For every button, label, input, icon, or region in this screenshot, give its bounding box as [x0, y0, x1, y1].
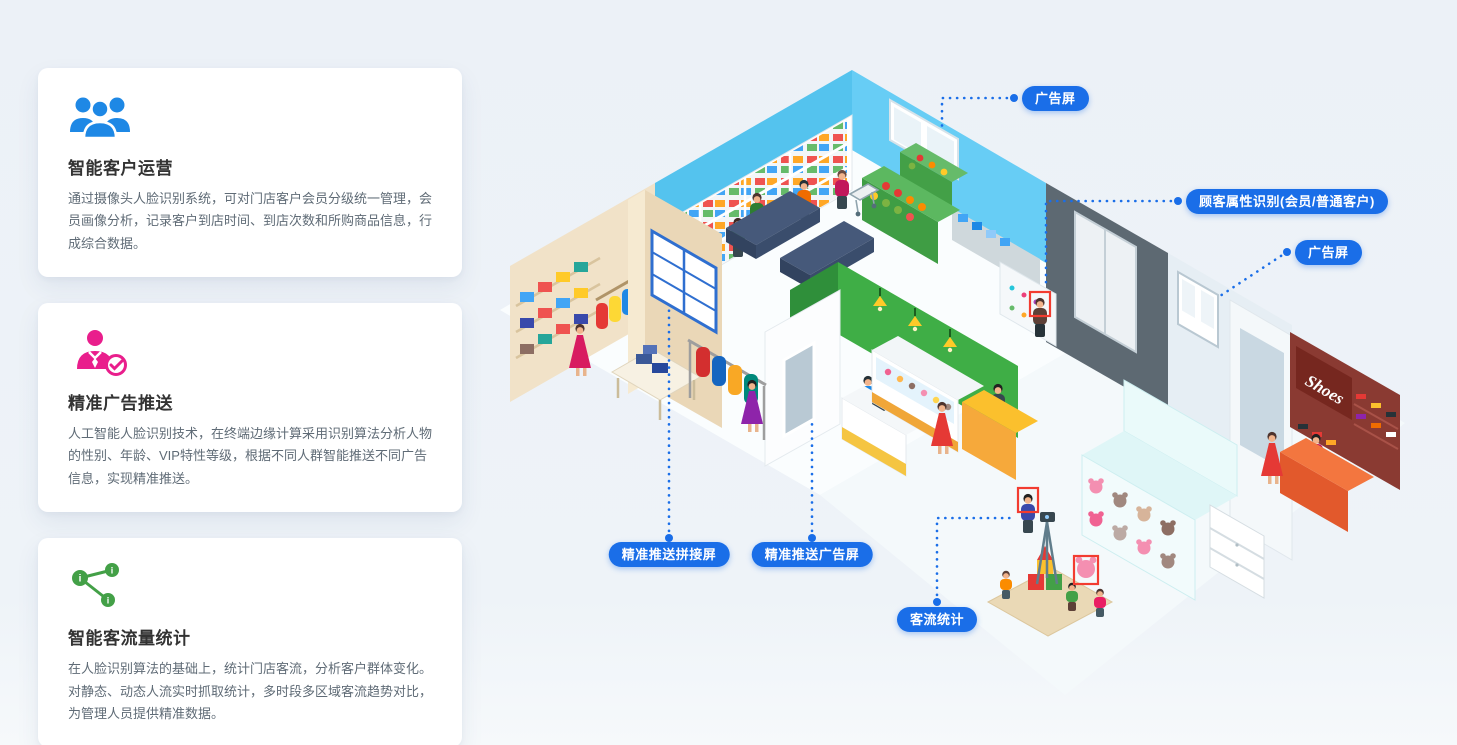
callout-push-ad-screen: 精准推送广告屏: [751, 542, 873, 567]
callout-ad-screen-2: 广告屏: [1295, 240, 1362, 265]
feature-card-traffic-stats: i i i 智能客流量统计 在人脸识别算法的基础上，统计门店客流，分析客户群体变…: [38, 538, 462, 745]
jeans-table: [611, 345, 701, 420]
feature-description: 通过摄像头人脸识别系统，可对门店客户会员分级统一管理，会员画像分析，记录客户到店…: [68, 191, 433, 251]
big-teddy-bear: [1075, 556, 1097, 578]
face-detection-boxes: [1016, 290, 1100, 586]
callout-leader-lines: [667, 96, 1289, 604]
mirror-wall: [1229, 299, 1293, 561]
feature-title: 智能客户运营: [68, 159, 173, 178]
right-back-wall: [1046, 183, 1168, 412]
person-red-dress: [931, 401, 953, 454]
network-nodes-icon: i i i: [68, 562, 432, 612]
teddy-bears: [1075, 478, 1176, 578]
person-clothing-shopper: [569, 323, 591, 376]
partition-wall: [764, 289, 841, 467]
yellow-counter: [962, 390, 1038, 480]
svg-text:i: i: [79, 574, 82, 585]
splicing-screen: [650, 228, 718, 335]
back-cooler-counter: [952, 208, 1040, 291]
push-ad-screen: [782, 340, 816, 439]
drawer-cabinet: [1209, 504, 1265, 599]
feature-title: 精准广告推送: [68, 394, 173, 414]
feature-description: 人工智能人脸识别技术，在终端边缘计算采用识别算法分析人物的性别、年龄、VIP特性…: [68, 426, 433, 486]
svg-text:i: i: [107, 596, 110, 606]
callout-anchor-dots: [665, 94, 1291, 606]
feature-title: 智能客流量统计: [68, 629, 191, 649]
face-detection-box: [1016, 486, 1040, 514]
callout-traffic-stats: 客流统计: [896, 607, 978, 632]
face-detection-box: [1028, 290, 1052, 318]
toy-section: [986, 379, 1265, 637]
person-purple-dress: [741, 379, 763, 432]
face-detection-box: [1072, 554, 1100, 586]
person-customer-cart: [835, 169, 849, 209]
shopping-cart: [848, 183, 880, 217]
feature-description: 在人脸识别算法的基础上，统计门店客流，分析客户群体变化。对静态、动态人流实时抓取…: [68, 661, 433, 721]
feature-card-customer-operation: 智能客户运营 通过摄像头人脸识别系统，可对门店客户会员分级统一管理，会员画像分析…: [38, 68, 462, 278]
child-1: [1000, 570, 1012, 599]
callout-customer-attribute: 顾客属性识别(会员/普通客户): [1186, 189, 1388, 214]
users-icon: [68, 92, 432, 142]
shoes-sign: [1296, 346, 1352, 420]
child-3: [1094, 588, 1106, 617]
person-check-icon: [68, 327, 432, 377]
ad-screen-window-right: [1177, 270, 1219, 349]
shoe-store: Shoes: [1261, 332, 1400, 532]
callout-ad-screen-1: 广告屏: [1022, 86, 1089, 111]
person-shoe-customer: [1261, 431, 1283, 484]
callout-splicing-screen: 精准推送拼接屏: [608, 542, 730, 567]
checkout-counters: [726, 191, 874, 289]
svg-text:i: i: [111, 566, 114, 576]
feature-cards: 智能客户运营 通过摄像头人脸识别系统，可对门店客户会员分级统一管理，会员画像分析…: [38, 68, 462, 745]
feature-card-ad-push: 精准广告推送 人工智能人脸识别技术，在终端边缘计算采用识别算法分析人物的性别、年…: [38, 303, 462, 513]
produce-stands: [862, 143, 968, 264]
